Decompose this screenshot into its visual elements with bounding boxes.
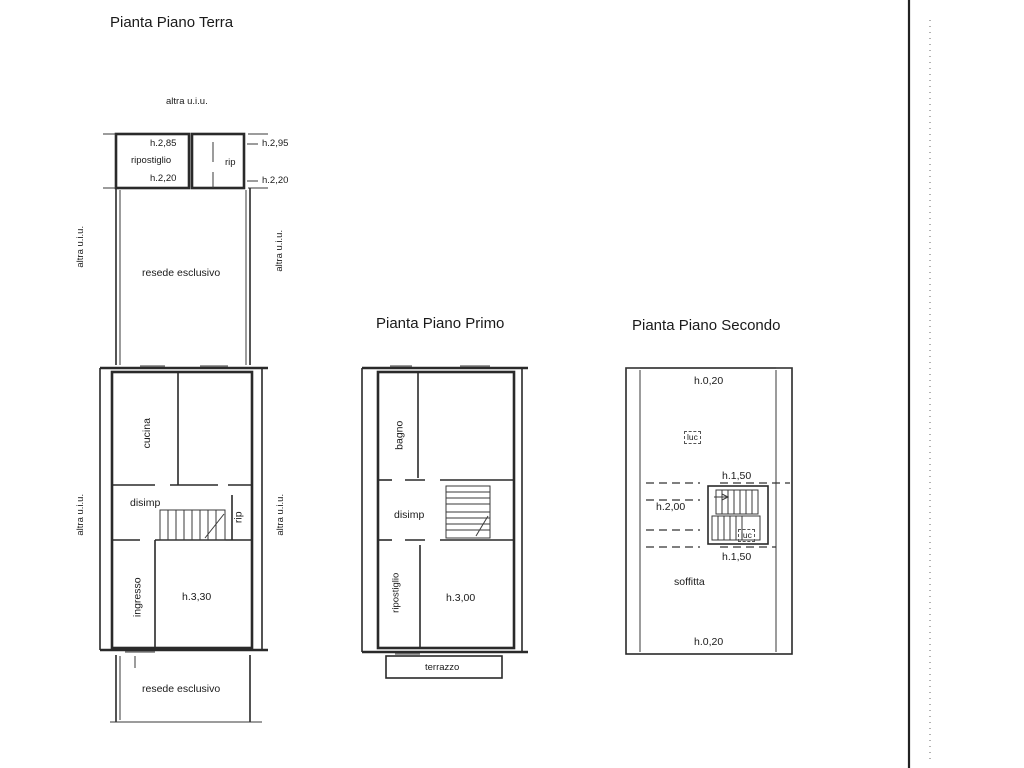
label-h150-top: h.1,50 xyxy=(722,470,752,482)
label-terrazzo: terrazzo xyxy=(425,662,460,673)
label-h-rip-bottom-right: h.2,20 xyxy=(262,175,289,186)
label-disimp-ground: disimp xyxy=(130,497,161,509)
first-floor-plan xyxy=(361,365,528,679)
label-soffitta: soffitta xyxy=(674,576,705,588)
label-neighbor-left-top: altra u.i.u. xyxy=(75,225,87,268)
label-neighbor-top: altra u.i.u. xyxy=(166,96,208,107)
second-floor-plan xyxy=(625,367,793,655)
label-ripostiglio-first: ripostiglio xyxy=(390,572,402,613)
label-rip-outbuilding: rip xyxy=(225,157,236,168)
label-luc-top: luc xyxy=(684,431,701,444)
title-second-floor: Pianta Piano Secondo xyxy=(632,317,781,334)
label-cucina: cucina xyxy=(140,418,153,449)
label-h-rip-top-right: h.2,95 xyxy=(262,138,289,149)
label-h-bottom-second: h.0,20 xyxy=(694,636,724,648)
label-disimp-first: disimp xyxy=(394,509,425,521)
title-first-floor: Pianta Piano Primo xyxy=(376,315,505,332)
label-rip-ground: rip xyxy=(232,511,245,524)
label-resede-top: resede esclusivo xyxy=(142,267,221,279)
label-h200: h.2,00 xyxy=(656,501,686,513)
label-h150-bottom: h.1,50 xyxy=(722,551,752,563)
label-h-rip-top-left: h.2,85 xyxy=(150,138,177,149)
rip-outbuilding xyxy=(190,132,246,190)
label-h-rip-bottom-left: h.2,20 xyxy=(150,173,177,184)
label-neighbor-left-bottom: altra u.i.u. xyxy=(75,493,87,536)
label-neighbor-right-top: altra u.i.u. xyxy=(274,229,286,272)
label-height-first: h.3,00 xyxy=(446,592,476,604)
label-ingresso: ingresso xyxy=(131,577,144,618)
ripostiglio-outbuilding xyxy=(114,132,191,190)
label-luc-bottom: luc xyxy=(738,529,755,542)
ground-floor-plan xyxy=(99,132,268,723)
label-neighbor-right-bottom: altra u.i.u. xyxy=(275,493,287,536)
label-ripostiglio-outbuilding: ripostiglio xyxy=(131,155,172,166)
label-resede-bottom: resede esclusivo xyxy=(142,683,221,695)
label-bagno: bagno xyxy=(393,420,406,450)
label-h-top-second: h.0,20 xyxy=(694,375,724,387)
title-ground-floor: Pianta Piano Terra xyxy=(110,14,234,31)
label-height-ground: h.3,30 xyxy=(182,591,212,603)
